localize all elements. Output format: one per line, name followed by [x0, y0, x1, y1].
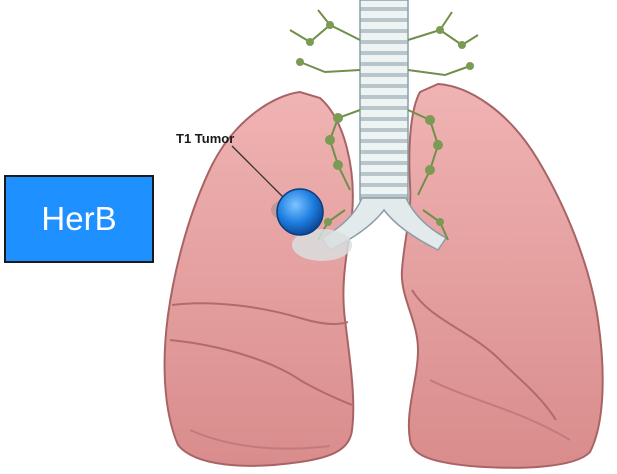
tumor-label: T1 Tumor [176, 131, 234, 146]
left-lung-icon [402, 84, 603, 468]
right-lung-icon [165, 92, 354, 466]
tumor-marker-icon [277, 189, 323, 235]
drug-label-box: HerB [4, 175, 154, 263]
drug-label: HerB [41, 200, 116, 238]
